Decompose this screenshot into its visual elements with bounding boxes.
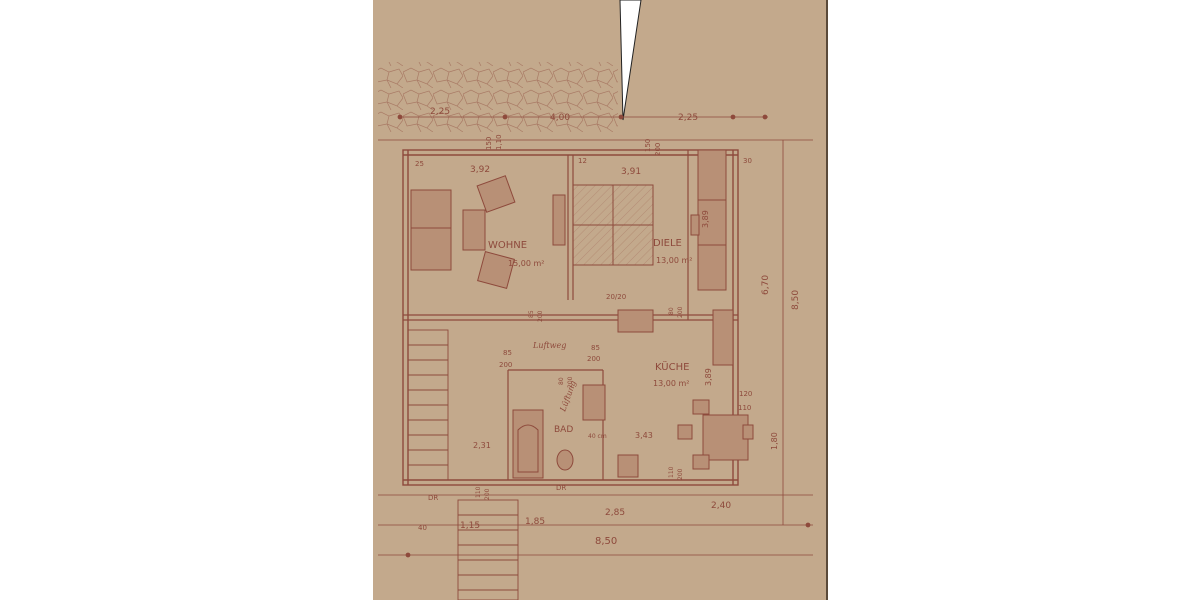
bed [572, 149, 727, 291]
dim-wall-v-d: 200 [654, 143, 662, 156]
dim-wall-v-c: 150 [644, 139, 652, 152]
living-furniture [410, 175, 566, 289]
dim-chimney: 20/20 [606, 293, 626, 301]
dim-window-bottom: 110 [738, 404, 751, 412]
dim-door-bottom-b-h: 200 [677, 468, 684, 480]
dim-window-top: 120 [739, 390, 752, 398]
dim-kitchen-height: 3,89 [704, 368, 713, 386]
dim-kitchen-depth: 3,43 [635, 431, 653, 440]
dim-total-height-a: 6,70 [761, 275, 771, 295]
floor-plan: WOHNE 15,00 m² DIELE 13,00 m² KÜCHE 13,0… [378, 0, 813, 600]
dim-bottom-c: 2,85 [605, 508, 625, 518]
dim-bath-v-h: 200 [567, 376, 574, 388]
stairs [407, 329, 519, 600]
dim-door-small-b: 80 [668, 307, 675, 315]
dim-mid-margin: 12 [578, 157, 587, 165]
bottom-dimension-line [378, 140, 813, 558]
room-name-kitchen: KÜCHE [655, 360, 689, 373]
dim-door-bottom-a-h: 200 [484, 488, 491, 500]
dim-bedroom-width: 3,91 [621, 167, 641, 177]
dim-living-width: 3,92 [470, 165, 490, 175]
dim-door-small-a-h: 200 [537, 310, 544, 322]
dim-top-right: 2,25 [678, 113, 698, 123]
sheet-edge [826, 0, 828, 600]
top-dimension-line [378, 114, 813, 141]
dim-bottom-b: 1,85 [525, 517, 545, 527]
room-name-living: WOHNE [488, 240, 527, 251]
dim-stair-width: 2,31 [473, 441, 491, 450]
interior-walls [403, 150, 738, 480]
paper-sheet: WOHNE 15,00 m² DIELE 13,00 m² KÜCHE 13,0… [373, 0, 827, 600]
kitchen-furniture [617, 309, 754, 470]
dim-door-small-b-h: 200 [677, 306, 684, 318]
room-name-bath: BAD [554, 425, 573, 435]
dim-dr: DR [556, 484, 566, 492]
stone-terrace [378, 62, 618, 132]
dim-bottom-d: 2,40 [711, 501, 731, 511]
dim-hall-door-a-h: 200 [499, 361, 512, 369]
dim-wall-v-b: 1,10 [495, 134, 503, 150]
dim-bedroom-height: 3,89 [701, 210, 710, 228]
dim-dr2: DR [428, 494, 438, 502]
dim-wc: 40 cm [588, 433, 607, 440]
dim-bottom-total: 8,50 [595, 536, 617, 547]
dim-wall-v-a: 150 [485, 137, 493, 150]
dim-total-height-b: 8,50 [791, 290, 801, 310]
dim-right-lower: 1,80 [770, 432, 779, 450]
dim-bottom-a: 1,15 [460, 521, 480, 531]
dim-hall-door-b: 85 [591, 344, 600, 352]
dim-top-left: 2,25 [430, 107, 450, 117]
dim-bottom-left: 40 [418, 524, 427, 532]
room-area-living: 15,00 m² [508, 259, 544, 268]
room-area-bedroom: 13,00 m² [656, 256, 692, 265]
dim-door-small-a: 85 [528, 310, 535, 318]
room-name-bedroom: DIELE [653, 238, 682, 249]
room-area-kitchen: 13,00 m² [653, 379, 689, 388]
dim-door-bottom-b: 110 [668, 466, 675, 478]
dim-hall-door-a: 85 [503, 349, 512, 357]
dim-hall-door-b-h: 200 [587, 355, 600, 363]
note-hall: Luftweg [532, 341, 566, 350]
dim-left-margin: 25 [415, 160, 424, 168]
north-arrow [619, 0, 642, 121]
dim-bath-v: 80 [558, 377, 565, 385]
dim-top-mid: 4,00 [550, 113, 570, 123]
dim-right-margin: 30 [743, 157, 752, 165]
bath-fixtures [512, 384, 639, 479]
dim-door-bottom-a: 110 [475, 486, 482, 498]
